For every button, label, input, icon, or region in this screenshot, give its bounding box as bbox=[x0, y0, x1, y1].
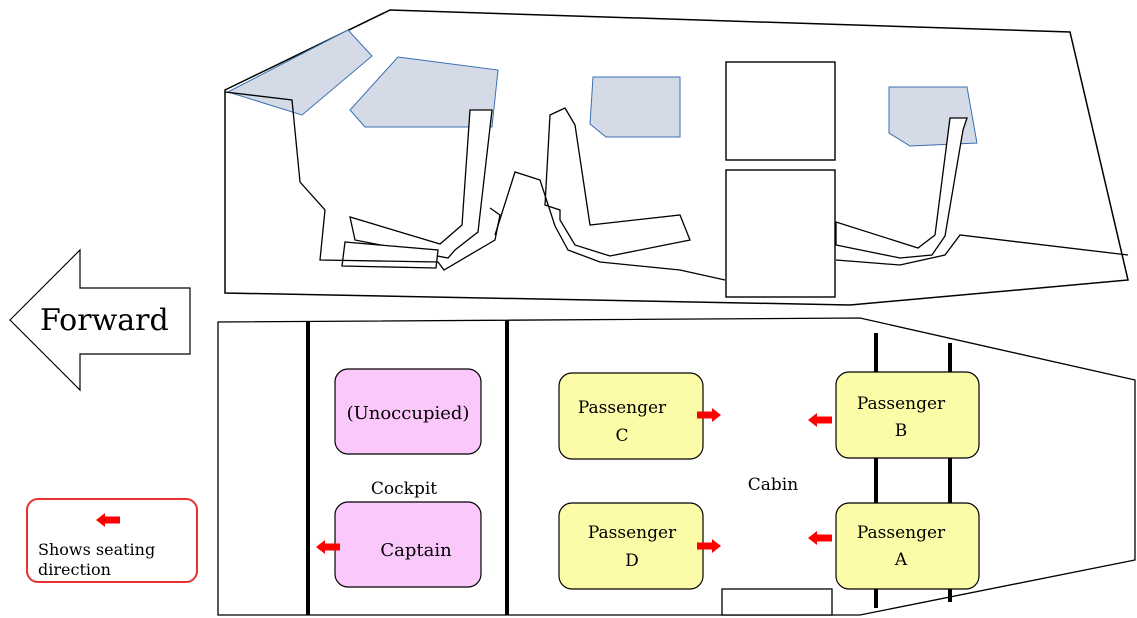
forward-label: Forward bbox=[40, 303, 169, 338]
passenger-d-line1: Passenger bbox=[588, 523, 677, 543]
side-seats bbox=[224, 91, 1129, 281]
seat-captain: Captain bbox=[316, 501, 482, 588]
side-cabin-seat-rear bbox=[835, 117, 968, 259]
window-cabin-1 bbox=[589, 76, 681, 138]
passenger-b-line1: Passenger bbox=[857, 394, 946, 414]
boarding-step bbox=[721, 588, 833, 616]
seat-passenger-b: Passenger B bbox=[808, 371, 980, 459]
seat-passenger-c: Passenger C bbox=[558, 372, 721, 460]
passenger-c-line1: Passenger bbox=[578, 398, 667, 418]
seat-unoccupied: (Unoccupied) bbox=[334, 368, 482, 455]
side-aft-floor-profile bbox=[835, 234, 1129, 266]
window-windshield-front bbox=[226, 29, 373, 116]
top-view: Cockpit Cabin (Unoccupied) Captain Passe… bbox=[217, 317, 1136, 616]
cockpit-label: Cockpit bbox=[371, 479, 437, 499]
side-door-panel bbox=[725, 169, 836, 298]
legend: Shows seating direction bbox=[26, 498, 198, 583]
legend-line1: Shows seating bbox=[38, 540, 155, 559]
passenger-a-line1: Passenger bbox=[857, 523, 946, 543]
side-cabin-floor-profile bbox=[494, 171, 726, 281]
cabin-label: Cabin bbox=[748, 475, 798, 495]
passenger-a-line2: A bbox=[894, 550, 908, 570]
seat-passenger-d: Passenger D bbox=[558, 502, 721, 590]
seat-unoccupied-label: (Unoccupied) bbox=[347, 403, 470, 424]
window-windshield-side bbox=[349, 56, 499, 128]
window-cabin-3 bbox=[888, 86, 978, 147]
side-door bbox=[725, 61, 836, 298]
side-door-window-frame bbox=[725, 61, 836, 161]
forward-arrow: Forward bbox=[9, 248, 191, 392]
passenger-b-line2: B bbox=[895, 421, 908, 441]
passenger-d-line2: D bbox=[625, 551, 639, 571]
legend-box bbox=[26, 498, 198, 583]
side-cabin-seat-front bbox=[544, 107, 691, 257]
passenger-c-line2: C bbox=[615, 426, 628, 446]
side-view bbox=[224, 9, 1129, 306]
seat-passenger-a: Passenger A bbox=[808, 502, 980, 590]
seat-captain-label: Captain bbox=[380, 540, 452, 561]
legend-line2: direction bbox=[38, 560, 111, 579]
forward-arrow-shape bbox=[9, 248, 191, 392]
